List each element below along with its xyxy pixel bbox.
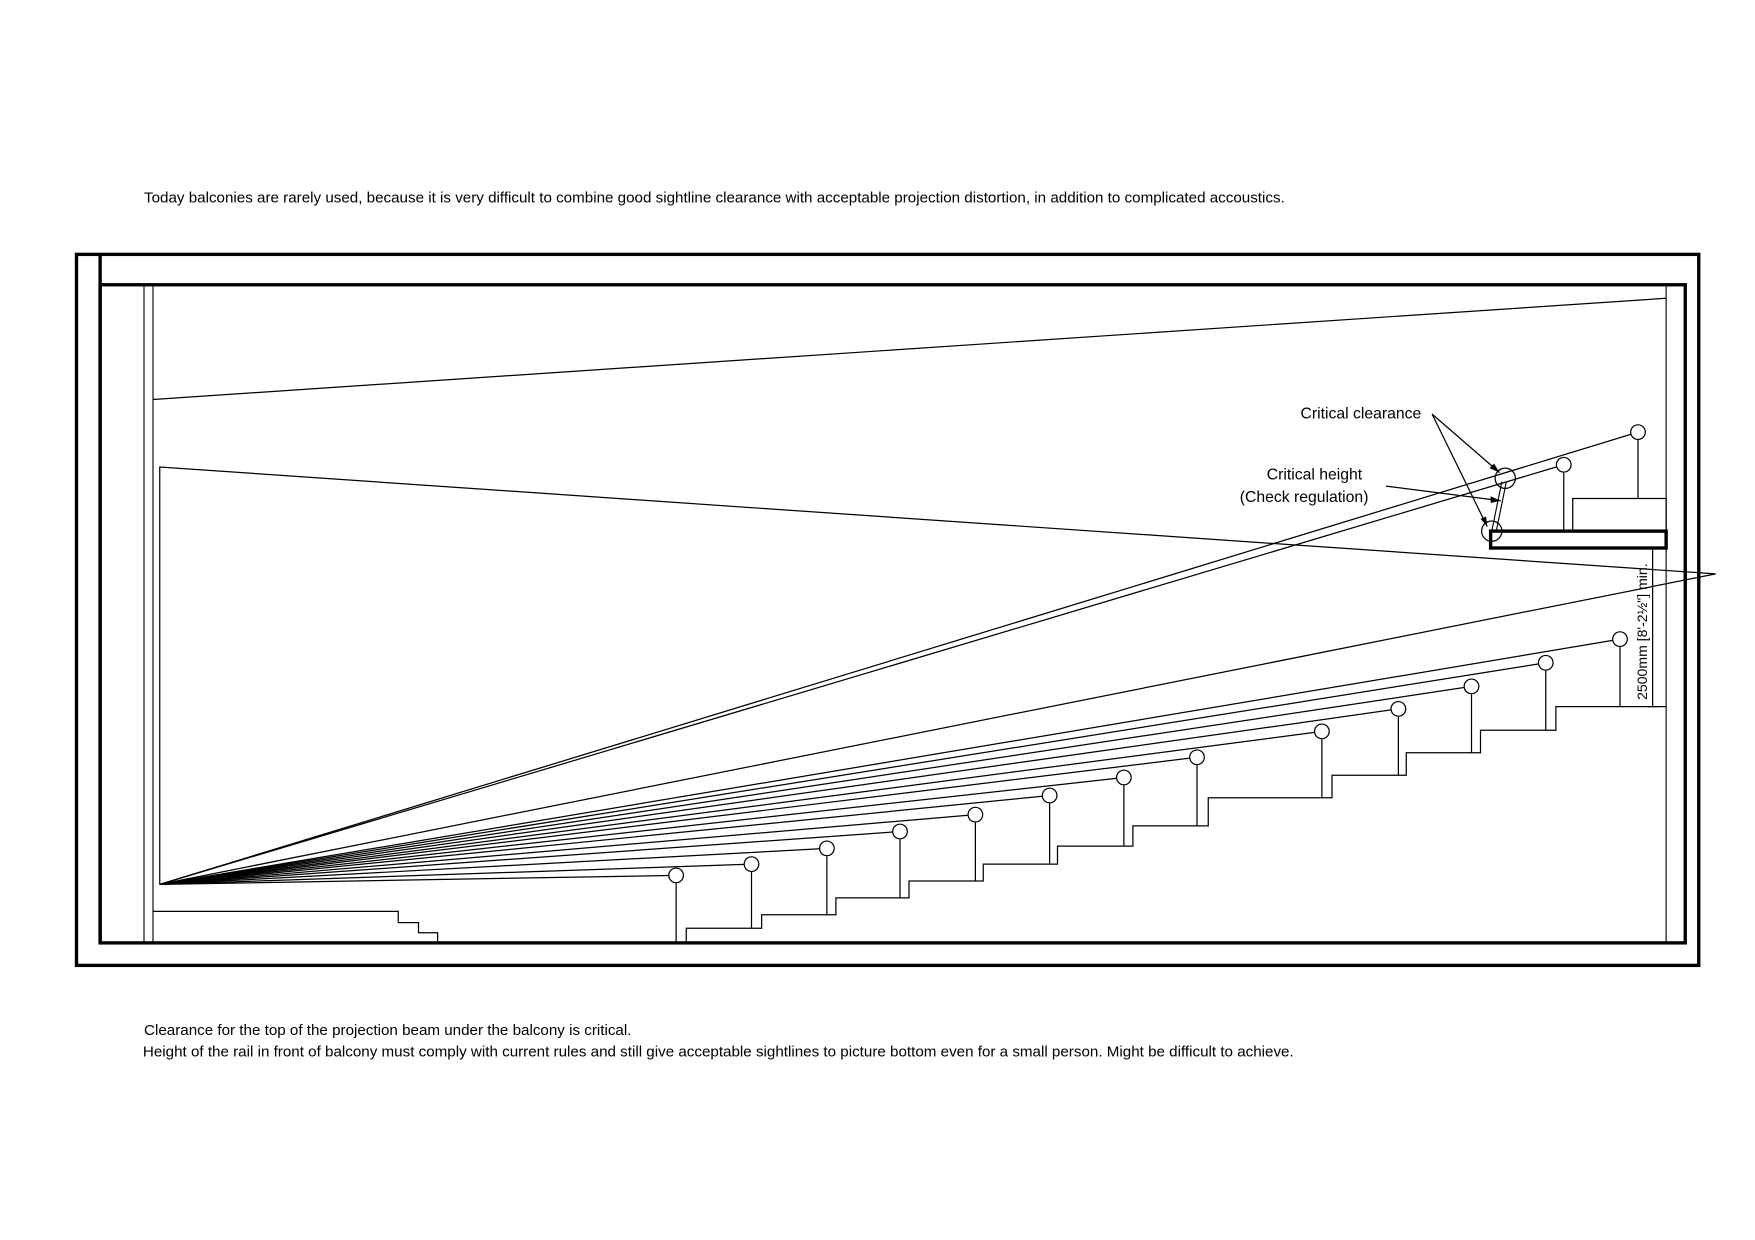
annotation-arrows <box>1385 413 1658 708</box>
arrowheads <box>1480 463 1501 527</box>
sightlines <box>152 297 1716 885</box>
ceiling-line <box>152 297 1667 401</box>
stalls-steps <box>153 706 1667 943</box>
balcony <box>1481 467 1668 550</box>
room-walls <box>74 252 1701 968</box>
spectator-eyes <box>668 424 1646 943</box>
screen-and-projection-beam <box>159 466 1716 885</box>
footer-note-2: Height of the rail in front of balcony m… <box>143 1044 1294 1061</box>
critical-clearance-label: Critical clearance <box>1301 406 1422 423</box>
check-regulation-label: (Check regulation) <box>1240 489 1369 506</box>
critical-height-label: Critical height <box>1267 466 1363 483</box>
footer-note-1: Clearance for the top of the projection … <box>144 1022 631 1039</box>
header-note: Today balconies are rarely used, because… <box>144 190 1285 207</box>
dimension-label: 2500mm [8'-2½"] min. <box>1634 563 1650 699</box>
